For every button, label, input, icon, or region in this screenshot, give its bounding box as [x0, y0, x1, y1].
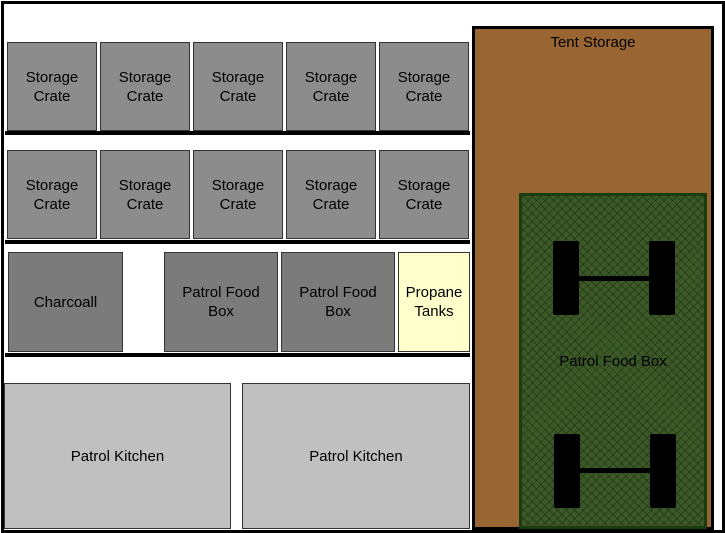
propane-tanks-box: Propane Tanks	[398, 252, 470, 352]
charcoal-box: Charcoall	[8, 252, 123, 352]
storage-crate-label: Storage Crate	[118, 68, 172, 105]
storage-crate-label: Storage Crate	[211, 176, 265, 213]
patrol-kitchen-label: Patrol Kitchen	[309, 447, 403, 465]
patrol-food-box-label: Patrol Food Box	[299, 284, 377, 320]
storage-crate: Storage Crate	[286, 42, 376, 131]
storage-crate-label: Storage Crate	[397, 176, 451, 213]
storage-crate-label: Storage Crate	[397, 68, 451, 105]
patrol-kitchen-label: Patrol Kitchen	[70, 447, 165, 465]
wheel-icon	[554, 434, 580, 508]
patrol-food-box-label: Patrol Food Box	[182, 284, 260, 320]
storage-crate: Storage Crate	[100, 42, 190, 131]
patrol-food-box: Patrol Food Box	[164, 252, 278, 352]
storage-crate: Storage Crate	[193, 150, 283, 239]
storage-crate: Storage Crate	[286, 150, 376, 239]
charcoal-label: Charcoall	[33, 293, 98, 311]
wheel-icon	[650, 434, 676, 508]
patrol-kitchen: Patrol Kitchen	[4, 383, 231, 529]
patrol-food-box-trailer: Patrol Food Box	[519, 193, 707, 529]
storage-crate-label: Storage Crate	[304, 68, 358, 105]
storage-crate-label: Storage Crate	[211, 68, 265, 105]
tent-storage-label: Tent Storage	[550, 34, 636, 51]
storage-crate-label: Storage Crate	[25, 68, 79, 105]
propane-tanks-label: Propane Tanks	[405, 284, 463, 320]
wheel-icon	[649, 241, 675, 315]
patrol-food-box: Patrol Food Box	[281, 252, 395, 352]
shelf-line-2	[5, 240, 470, 244]
storage-crate-label: Storage Crate	[118, 176, 172, 213]
storage-crate: Storage Crate	[193, 42, 283, 131]
axle-icon	[580, 468, 652, 473]
storage-crate: Storage Crate	[100, 150, 190, 239]
storage-crate-label: Storage Crate	[304, 176, 358, 213]
shelf-line-3	[5, 353, 470, 357]
storage-crate-label: Storage Crate	[25, 176, 79, 213]
axle-icon	[579, 276, 651, 281]
trailer-label: Patrol Food Box	[559, 353, 667, 370]
storage-crate: Storage Crate	[379, 150, 469, 239]
patrol-kitchen: Patrol Kitchen	[242, 383, 470, 529]
storage-crate: Storage Crate	[7, 42, 97, 131]
wheel-icon	[553, 241, 579, 315]
storage-crate: Storage Crate	[7, 150, 97, 239]
shelf-line-1	[5, 131, 470, 135]
storage-crate: Storage Crate	[379, 42, 469, 131]
